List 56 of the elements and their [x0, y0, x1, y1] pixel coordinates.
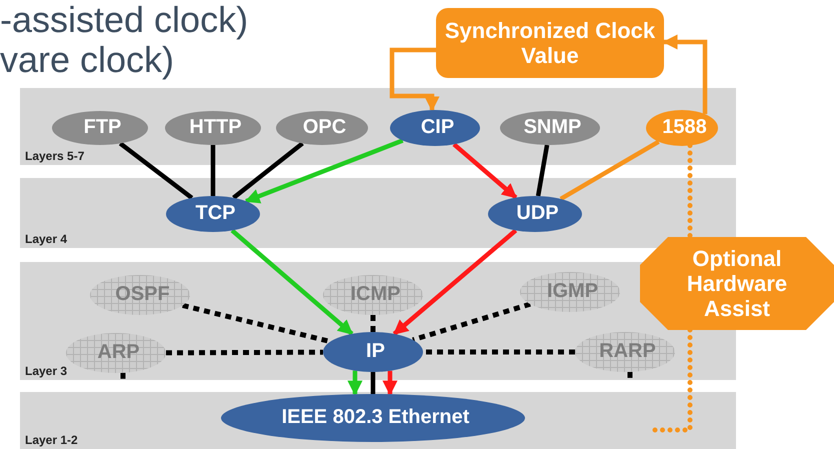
dotted-line — [370, 315, 376, 332]
protocol-ellipse — [646, 110, 718, 146]
protocol-label: ARP — [97, 340, 140, 364]
hardware-assist-octagon — [640, 237, 834, 330]
hatched-protocol-ellipse — [323, 275, 423, 315]
heading-fragment: vare clock) — [0, 42, 174, 78]
dotted-line — [423, 350, 575, 354]
protocol-label: CIP — [420, 116, 454, 138]
protocol-ellipse — [166, 196, 260, 232]
protocol-label: UDP — [516, 202, 559, 224]
dotted-line — [166, 350, 323, 356]
connector-line — [118, 142, 194, 200]
arrow — [392, 228, 518, 336]
arrow — [244, 138, 404, 204]
arrow — [348, 370, 362, 396]
connector-line — [560, 140, 660, 201]
connector-line — [232, 142, 304, 200]
dotted-line — [182, 303, 331, 344]
arrow — [230, 228, 354, 336]
protocol-ellipse — [323, 332, 423, 372]
connector-line — [210, 145, 216, 196]
heading-fragment: -assisted clock) — [0, 2, 248, 38]
box-label: Optional Hardware Assist — [686, 246, 788, 322]
layer-label: Layer 1-2 — [25, 433, 78, 447]
hatched-protocol-ellipse — [520, 272, 620, 312]
layer-band — [20, 88, 736, 165]
hatched-protocol-ellipse — [90, 275, 190, 315]
arrow — [390, 48, 440, 112]
protocol-label: IEEE 802.3 Ethernet — [282, 406, 470, 428]
protocol-label: OSPF — [115, 282, 170, 306]
layer-band — [20, 392, 736, 449]
protocol-label: ICMP — [350, 282, 400, 306]
layer-band — [20, 178, 736, 248]
dotted-line — [120, 372, 126, 382]
box-label: Synchronized Clock Value — [444, 18, 656, 68]
dotted-line — [650, 328, 692, 432]
layer-label: Layers 5-7 — [25, 149, 84, 163]
dotted-line — [412, 302, 531, 342]
protocol-label: FTP — [84, 116, 122, 138]
arrow — [662, 34, 708, 114]
protocol-label: 1588 — [662, 116, 707, 138]
protocol-label: TCP — [196, 202, 236, 224]
protocol-label: HTTP — [189, 116, 242, 138]
connector-line — [370, 372, 376, 394]
arrow — [452, 142, 518, 200]
protocol-label: RARP — [599, 340, 656, 362]
connector-line — [536, 144, 550, 196]
protocol-label: IP — [366, 340, 385, 362]
protocol-label: OPC — [302, 116, 346, 138]
protocol-label: SNMP — [524, 116, 582, 138]
dotted-line — [688, 143, 692, 240]
layer-label: Layer 3 — [25, 364, 68, 378]
protocol-label: IGMP — [546, 280, 598, 302]
arrow — [382, 370, 398, 396]
clock-value-box — [436, 8, 664, 78]
layer-label: Layer 4 — [25, 232, 68, 246]
